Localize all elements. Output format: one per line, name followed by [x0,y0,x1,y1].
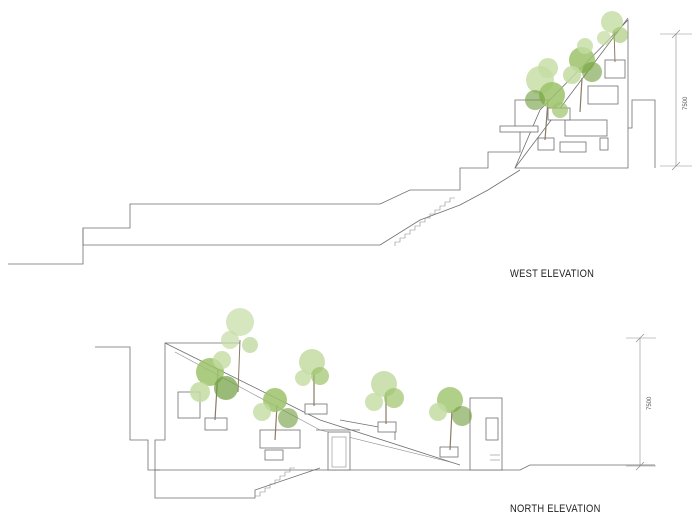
west-elevation: 7500 [8,11,692,265]
north-stairs [255,467,295,497]
north-tree-1 [221,308,258,393]
north-tree-6 [429,387,472,451]
north-planter-5 [304,403,328,415]
north-dimension-label: 7500 [647,396,653,410]
north-planter-2 [204,417,228,431]
north-planter-6 [377,421,397,433]
west-planter-1 [537,137,555,151]
north-elevation: 7500 [95,308,656,499]
north-foundation [154,467,321,499]
north-elevation-title: NORTH ELEVATION [510,503,601,515]
north-planter-4 [264,449,284,461]
north-tree-4 [295,349,329,406]
north-ground-line [155,464,655,471]
north-tree-2 [190,351,238,421]
west-planter-6 [604,59,626,79]
north-planter-3 [259,429,301,449]
west-dimension-label: 7500 [683,96,689,110]
west-tree-1 [525,58,568,141]
north-tree-5 [365,371,404,424]
north-door [327,431,351,471]
west-elevation-title: WEST ELEVATION [510,268,595,280]
west-tree-2 [563,38,602,113]
west-planter-5 [587,85,619,105]
north-right-window [485,417,499,441]
north-dimension: 7500 [626,333,656,471]
west-roof-slope [514,17,629,169]
north-planter-7 [439,446,459,458]
west-tree-3 [597,11,628,63]
west-upper-terrain [82,169,521,246]
west-stairs [394,197,455,246]
west-planter-7 [599,137,609,151]
west-planter-3 [564,119,608,137]
west-cantilever [499,125,539,133]
north-left-wall [95,346,160,471]
west-planter-2 [559,141,587,153]
west-dimension: 7500 [660,29,692,171]
north-building-left [154,342,240,470]
north-tree-3 [253,388,298,441]
